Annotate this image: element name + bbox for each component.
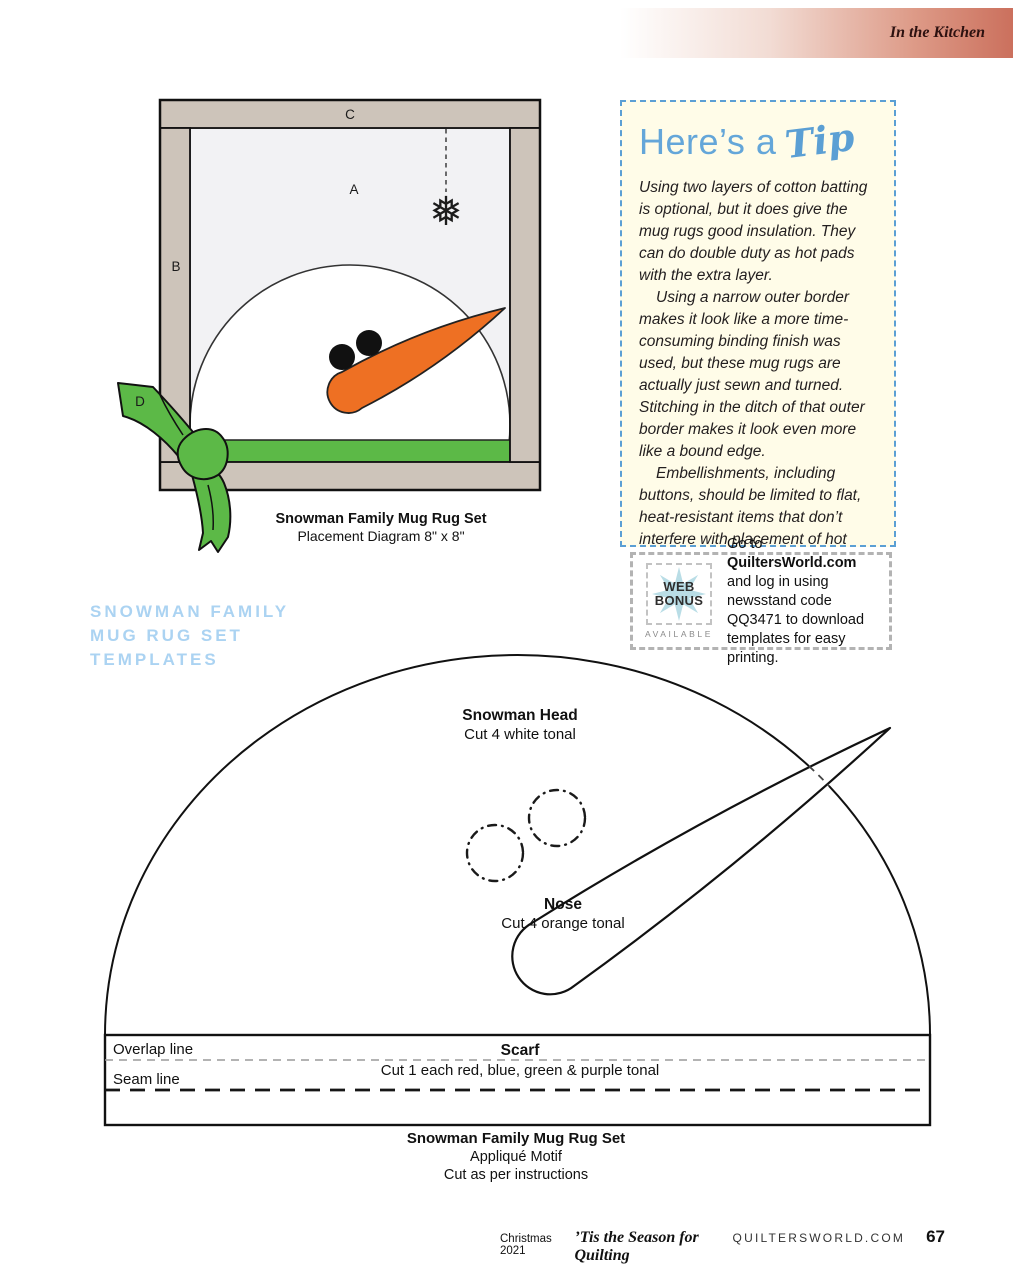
templates-heading-line: MUG RUG SET — [90, 626, 243, 645]
diagram-title: Snowman Family Mug Rug Set — [275, 511, 487, 527]
frame-outline — [158, 98, 542, 492]
hidden-head-line — [808, 765, 830, 787]
eye-placement-left — [465, 823, 525, 883]
tip-box: Here’s a Tip Using two layers of cotton … — [620, 100, 896, 570]
templates-heading-line: TEMPLATES — [90, 650, 219, 669]
border-left-bar — [159, 127, 191, 463]
tip-title: Here’s a Tip — [639, 114, 880, 167]
placement-diagram: ❅ C A B D — [117, 98, 542, 553]
tip-title-script: Tip — [782, 113, 858, 168]
web-bonus-badge-square: WEB BONUS — [646, 563, 712, 625]
section-banner: In the Kitchen — [620, 8, 1013, 58]
scarf-strip — [189, 439, 511, 463]
snowman-eye-right — [356, 330, 382, 356]
tip-body: Using two layers of cotton batting is op… — [639, 177, 880, 573]
carrot-nose-shape — [326, 307, 506, 414]
templates-heading: SNOWMAN FAMILY MUG RUG SET TEMPLATES — [90, 600, 289, 672]
head-template-outline — [104, 654, 810, 1036]
templates-heading-line: SNOWMAN FAMILY — [90, 602, 290, 621]
page-footer: Christmas 2021 ’Tis the Season for Quilt… — [500, 1227, 945, 1265]
snowflake-icon: ❅ — [429, 190, 463, 234]
eye-placement-right — [527, 788, 587, 848]
placement-diagram-caption: Snowman Family Mug Rug Set Placement Dia… — [181, 511, 581, 545]
scarf-knot — [176, 428, 229, 481]
web-bonus-line1: WEB — [663, 579, 695, 594]
nose-template-title: Nose — [544, 896, 582, 913]
footer-site: QUILTERSWORLD.COM — [732, 1231, 906, 1245]
label-c: C — [345, 107, 355, 122]
seam-line-label: Seam line — [113, 1071, 180, 1088]
tip-title-text: Here’s a — [639, 121, 777, 162]
template-caption-title: Snowman Family Mug Rug Set — [406, 1130, 626, 1147]
web-bonus-badge: WEB BONUS AVAILABLE — [643, 563, 715, 639]
section-label: In the Kitchen — [889, 24, 985, 41]
diagram-subtitle: Placement Diagram 8" x 8" — [297, 528, 465, 544]
border-right-bar — [509, 127, 541, 463]
scarf-template-title: Scarf — [501, 1042, 541, 1059]
footer-issue: Christmas 2021 — [500, 1233, 552, 1257]
web-bonus-line2: BONUS — [654, 593, 704, 608]
head-template-cut: Cut 4 white tonal — [464, 726, 576, 743]
web-bonus-site: QuiltersWorld.com — [727, 554, 857, 571]
nose-template-outline — [511, 726, 892, 996]
web-bonus-text-prefix: Go to — [727, 535, 763, 552]
web-bonus-text: Go to QuiltersWorld.com and log in using… — [727, 535, 881, 668]
template-caption-line3: Cut as per instructions — [443, 1167, 589, 1183]
template-diagram: Snowman Head Cut 4 white tonal Nose Cut … — [103, 654, 932, 1127]
snowman-eye-left — [329, 344, 355, 370]
head-template-outline — [828, 785, 931, 1036]
web-bonus-available: AVAILABLE — [645, 629, 713, 639]
page-number: 67 — [926, 1227, 945, 1246]
web-bonus-text-rest: and log in using newsstand code QQ3471 t… — [727, 573, 865, 666]
web-bonus-star-icon — [652, 567, 706, 621]
overlap-line-label: Overlap line — [113, 1041, 193, 1058]
template-caption: Snowman Family Mug Rug Set Appliqué Moti… — [216, 1130, 816, 1184]
scarf-template-cut: Cut 1 each red, blue, green & purple ton… — [381, 1062, 660, 1079]
label-d: D — [135, 394, 145, 409]
template-caption-line2: Appliqué Motif — [470, 1149, 562, 1165]
tip-paragraph: Using a narrow outer border makes it loo… — [639, 289, 865, 460]
footer-tagline: ’Tis the Season for Quilting — [574, 1229, 699, 1264]
nose-template-cut: Cut 4 orange tonal — [501, 915, 624, 932]
label-b: B — [171, 259, 180, 274]
scarf-template-outline — [103, 1033, 932, 1127]
scarf-fold-line — [159, 394, 184, 436]
scarf-fold-line — [207, 484, 214, 531]
head-template-title: Snowman Head — [462, 707, 577, 724]
tip-paragraph: Using two layers of cotton batting is op… — [639, 179, 868, 284]
web-bonus-box: WEB BONUS AVAILABLE Go to QuiltersWorld.… — [630, 536, 892, 666]
label-a: A — [349, 182, 358, 197]
knotted-scarf — [117, 382, 232, 553]
